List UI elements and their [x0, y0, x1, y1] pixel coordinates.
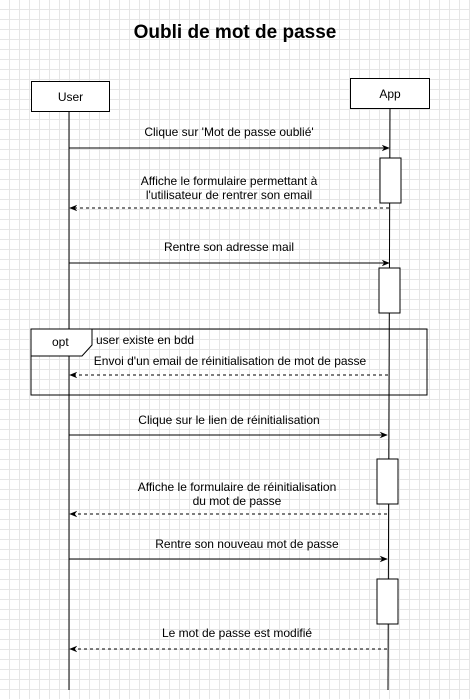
message-label: Rentre son adresse mail	[163, 240, 295, 254]
message-label: Affiche le formulaire de réinitialisatio…	[69, 480, 405, 508]
message-label: Le mot de passe est modifié	[161, 626, 313, 640]
message-label-line: l'utilisateur de rentrer son email	[145, 188, 313, 202]
message-label: Rentre son nouveau mot de passe	[155, 537, 339, 551]
message-label: Clique sur 'Mot de passe oublié'	[144, 125, 314, 139]
message-label: Clique sur le lien de réinitialisation	[138, 413, 320, 427]
message-label: Affiche le formulaire permettant à l'uti…	[69, 174, 389, 202]
activation-bar	[379, 157, 402, 204]
message-label-line: Affiche le formulaire de réinitialisatio…	[137, 480, 337, 494]
opt-fragment-tab	[30, 328, 93, 357]
actor-user: User	[31, 81, 110, 112]
activation-bar	[376, 458, 399, 505]
activation-bar	[376, 578, 399, 625]
actor-app: App	[350, 78, 430, 109]
activation-bar	[378, 267, 401, 314]
diagram-title: Oubli de mot de passe	[133, 22, 337, 43]
message-label-line: Affiche le formulaire permettant à	[140, 174, 318, 188]
message-label-line: du mot de passe	[192, 494, 282, 508]
opt-guard-label: user existe en bdd	[96, 333, 195, 347]
opt-fragment-frame	[30, 328, 428, 396]
message-label: Envoi d'un email de réinitialisation de …	[93, 354, 367, 368]
opt-operator-label: opt	[52, 335, 69, 349]
actor-user-label: User	[57, 89, 84, 104]
actor-app-label: App	[379, 86, 401, 101]
